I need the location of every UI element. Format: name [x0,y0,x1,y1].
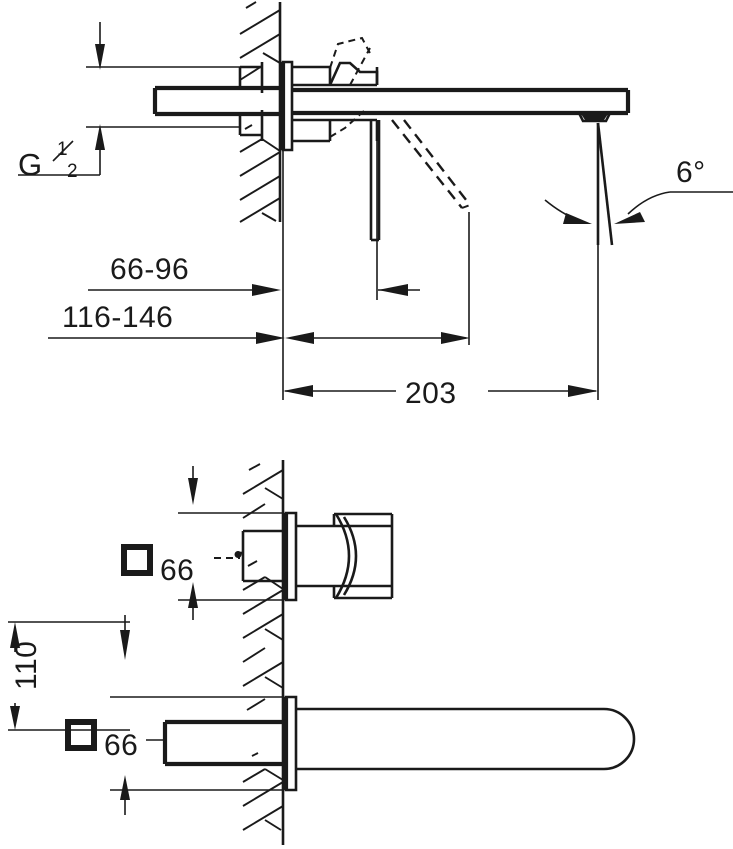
dimension-110: 110 [8,621,130,731]
dimension-6-degree: 6° [544,122,733,246]
spout-body-lower [296,707,636,771]
handle-escutcheon-plate [283,511,298,602]
dimension-203-label: 203 [405,377,457,410]
dimension-66-96: 66-96 [88,253,420,296]
handle-base-square [234,529,286,583]
wall-lower [242,460,285,845]
valve-body-upper [292,65,379,143]
handle-lever-lower [296,512,394,600]
spout-body-upper [292,87,631,116]
dimension-square-66-handle: 66 [121,544,240,587]
upper-section-view: G 1 2 66-96 116-146 [18,1,733,410]
extension-arrows-lower [110,466,283,815]
dimension-66-96-label: 66-96 [110,253,189,286]
spout-shank-lower [162,719,286,767]
dimension-g-numerator: 1 [57,139,68,160]
aerator-outlet-upper [576,111,613,123]
lever-handle-up-position [328,36,379,86]
dimension-g-denominator: 2 [67,161,78,182]
dimension-110-label: 110 [10,641,43,690]
dimension-g-label: G [18,147,42,182]
lever-handle-swung-position [329,109,471,209]
square-symbol-icon [121,544,153,576]
dimension-66-handle-label: 66 [160,554,194,587]
dimension-g-thread: G 1 2 [18,22,105,182]
wall-plate-upper [280,60,294,152]
dimension-203: 203 [283,377,598,410]
dimension-6-degree-label: 6° [676,156,706,189]
wall-hatch-lower [242,463,284,831]
wall-hatch-upper [239,1,281,223]
dimension-square-66-spout: 66 [65,719,165,762]
dimension-116-146-label: 116-146 [62,301,173,334]
lower-elevation-view: 66 66 110 [8,460,636,845]
square-symbol-icon-2 [65,719,97,751]
inlet-pipe-upper [86,62,283,141]
dimension-66-spout-label: 66 [104,729,138,762]
spout-escutcheon-plate [283,695,298,792]
dimension-116-146: 116-146 [48,301,470,344]
